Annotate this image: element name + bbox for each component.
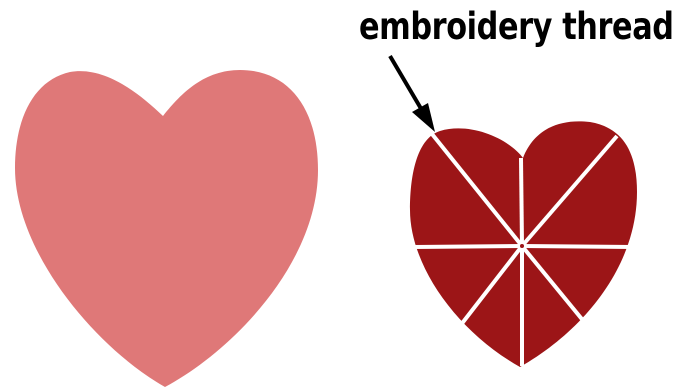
thread-line-right: [522, 246, 633, 247]
center-dot: [520, 244, 524, 248]
pointer-arrow: [390, 56, 435, 132]
arrow-shaft: [390, 56, 423, 112]
thread-line-top: [521, 158, 522, 246]
thread-line-left: [414, 246, 522, 247]
arrow-head: [412, 103, 435, 132]
plain-heart: [15, 70, 318, 387]
embroidery-thread-label: embroidery thread: [359, 4, 674, 50]
